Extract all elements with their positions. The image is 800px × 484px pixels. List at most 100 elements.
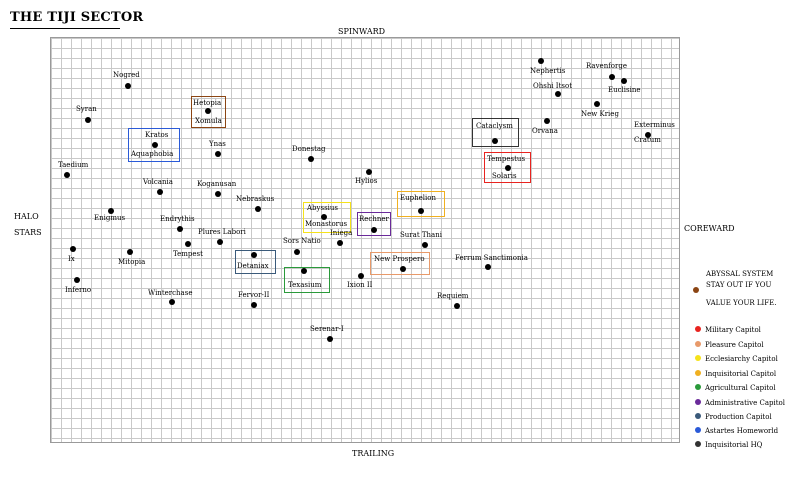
system-label-mitopia: Mitopia xyxy=(118,258,146,266)
legend-swatch xyxy=(695,384,701,390)
legend-label: Agricultural Capitol xyxy=(705,384,776,392)
system-dot-surat-thani[interactable] xyxy=(422,242,428,248)
system-label-ixion-ii: Ixion II xyxy=(347,281,373,289)
system-dot-rechner[interactable] xyxy=(371,227,377,233)
system-dot-kratos[interactable] xyxy=(152,142,158,148)
system-label-kratos: Kratos xyxy=(145,131,169,139)
legend-abyssal-line1: ABYSSAL SYSTEM xyxy=(706,270,774,278)
system-label-xomula: Xomula xyxy=(195,117,222,125)
system-dot-tempest[interactable] xyxy=(185,241,191,247)
system-dot-hetopia[interactable] xyxy=(205,108,211,114)
system-dot-enigmus[interactable] xyxy=(108,208,114,214)
system-dot-ohshi-itsot[interactable] xyxy=(555,91,561,97)
production-box-detaniax xyxy=(235,250,276,274)
system-label-enigmus: Enigmus xyxy=(94,214,126,222)
legend-swatch xyxy=(695,355,701,361)
legend-item-inquisitorial-hq: Inquisitorial HQ xyxy=(695,440,762,450)
system-dot-nogred[interactable] xyxy=(125,83,131,89)
system-dot-texasium[interactable] xyxy=(301,268,307,274)
system-dot-winterchase[interactable] xyxy=(169,299,175,305)
military-box-tempestus xyxy=(484,152,531,183)
system-dot-nebraskus[interactable] xyxy=(255,206,261,212)
system-label-requiem: Requiem xyxy=(437,292,469,300)
astartes-box-kratos xyxy=(128,128,180,162)
direction-spinward: SPINWARD xyxy=(338,27,386,36)
system-dot-ravenforge[interactable] xyxy=(609,74,615,80)
legend-label: Production Capitol xyxy=(705,413,772,421)
system-label-euclisine: Euclisine xyxy=(608,86,641,94)
legend-abyssal-line3: VALUE YOUR LIFE. xyxy=(706,299,777,307)
inquisitorial-hq-box-cataclysm xyxy=(472,118,519,147)
legend-label: Military Capitol xyxy=(705,326,761,334)
system-label-winterchase: Winterchase xyxy=(148,289,193,297)
system-dot-ynas[interactable] xyxy=(215,151,221,157)
system-dot-abyssius[interactable] xyxy=(321,214,327,220)
system-label-monastorus: Monastorus xyxy=(305,220,348,228)
system-label-fervor-ii: Fervor-II xyxy=(238,291,270,299)
system-dot-endrythis[interactable] xyxy=(177,226,183,232)
legend-label: Ecclesiarchy Capitol xyxy=(705,355,778,363)
system-label-aquaphobia: Aquaphobia xyxy=(131,150,174,158)
legend-swatch xyxy=(695,341,701,347)
system-dot-euclisine[interactable] xyxy=(621,78,627,84)
system-label-nebraskus: Nebraskus xyxy=(236,195,275,203)
legend-swatch xyxy=(695,370,701,376)
system-dot-iniega[interactable] xyxy=(337,240,343,246)
system-dot-sors-natio[interactable] xyxy=(294,249,300,255)
system-label-texasium: Texasium xyxy=(288,281,322,289)
system-label-nephertis: Nephertis xyxy=(530,67,566,75)
system-dot-inferno[interactable] xyxy=(74,277,80,283)
legend-item-production: Production Capitol xyxy=(695,412,772,422)
system-dot-syran[interactable] xyxy=(85,117,91,123)
system-dot-nephertis[interactable] xyxy=(538,58,544,64)
system-dot-cataclysm[interactable] xyxy=(492,138,498,144)
system-label-koganusan: Koganusan xyxy=(197,180,237,188)
system-dot-donestag[interactable] xyxy=(308,156,314,162)
system-dot-detaniax[interactable] xyxy=(251,252,257,258)
system-dot-orvana[interactable] xyxy=(544,118,550,124)
system-label-endrythis: Endrythis xyxy=(160,215,195,223)
system-label-ferrum-sanctimonia: Ferrum Sanctimonia xyxy=(455,254,528,262)
system-dot-hylios[interactable] xyxy=(366,169,372,175)
legend-swatch xyxy=(695,326,701,332)
system-dot-taedium[interactable] xyxy=(64,172,70,178)
system-dot-serenar-i[interactable] xyxy=(327,336,333,342)
system-dot-new-krieg[interactable] xyxy=(594,101,600,107)
system-dot-ix[interactable] xyxy=(70,246,76,252)
legend-swatch xyxy=(695,399,701,405)
legend-label: Administrative Capitol xyxy=(705,399,785,407)
system-label-ohshi-itsot: Ohshi Itsot xyxy=(533,82,573,90)
system-dot-plures-labori[interactable] xyxy=(217,239,223,245)
system-label-syran: Syran xyxy=(76,105,97,113)
legend-label: Pleasure Capitol xyxy=(705,341,764,349)
legend-abyssal-swatch xyxy=(693,287,699,293)
system-label-detaniax: Detaniax xyxy=(237,262,269,270)
system-dot-mitopia[interactable] xyxy=(127,249,133,255)
legend-abyssal-line2: STAY OUT IF YOU xyxy=(706,281,772,289)
system-dot-requiem[interactable] xyxy=(454,303,460,309)
system-dot-ixion-ii[interactable] xyxy=(358,273,364,279)
pleasure-box-new-prospero xyxy=(370,252,430,275)
system-dot-fervor-ii[interactable] xyxy=(251,302,257,308)
legend-swatch xyxy=(695,427,701,433)
system-dot-new-prospero[interactable] xyxy=(400,266,406,272)
system-label-solaris: Solaris xyxy=(492,172,517,180)
system-dot-exterminus[interactable] xyxy=(645,132,651,138)
system-label-orvana: Orvana xyxy=(532,127,558,135)
legend-item-agricultural: Agricultural Capitol xyxy=(695,383,776,393)
system-label-ravenforge: Ravenforge xyxy=(586,62,627,70)
system-dot-tempestus[interactable] xyxy=(505,165,511,171)
system-label-rechner: Rechner xyxy=(359,215,389,223)
system-dot-euphelion[interactable] xyxy=(418,208,424,214)
title-underline xyxy=(10,28,120,29)
system-dot-koganusan[interactable] xyxy=(215,191,221,197)
system-label-iniega: Iniega xyxy=(330,229,353,237)
system-label-taedium: Taedium xyxy=(58,161,89,169)
legend-swatch xyxy=(695,413,701,419)
system-label-surat-thani: Surat Thani xyxy=(400,231,442,239)
system-label-euphelion: Euphelion xyxy=(400,194,436,202)
system-dot-ferrum-sanctimonia[interactable] xyxy=(485,264,491,270)
system-label-ynas: Ynas xyxy=(209,140,226,148)
system-dot-volcania[interactable] xyxy=(157,189,163,195)
sector-grid xyxy=(50,37,680,443)
